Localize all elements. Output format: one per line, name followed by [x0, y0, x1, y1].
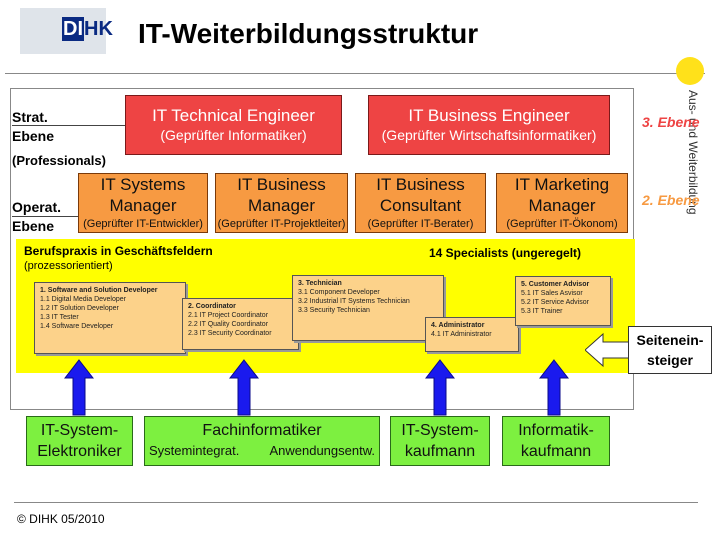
group-item: 2.2 IT Quality Coordinator: [188, 321, 269, 328]
specialist-group-customer-advisor: 5. Customer Advisor 5.1 IT Sales Asvisor…: [515, 276, 611, 326]
box-line1: IT-System-: [40, 422, 119, 439]
specialist-group-coordinator: 2. Coordinator 2.1 IT Project Coordinato…: [182, 298, 299, 350]
seiteneinsteiger-line1: Seitenein-: [636, 332, 704, 348]
group-item: 5.2 IT Service Advisor: [521, 299, 589, 306]
footer-divider: [14, 502, 698, 503]
box-subtitle: (Geprüfter IT-Entwickler): [83, 218, 203, 230]
box-title-line2: Manager: [109, 196, 177, 215]
berufspraxis-subtitle: (prozessorientiert): [24, 260, 113, 272]
box-subtitle: (Geprüfter IT-Projektleiter): [217, 218, 346, 230]
box-subtitle: (Geprüfter IT-Berater): [367, 218, 474, 230]
box-title-line2: Manager: [247, 196, 316, 215]
box-title-line2: Consultant: [379, 196, 462, 215]
seiteneinsteiger-box: Seitenein- steiger: [628, 326, 712, 374]
it-system-kaufmann-box: IT-System- kaufmann: [390, 416, 490, 466]
operat-rule: [12, 216, 78, 217]
specialists-label: 14 Specialists (ungeregelt): [429, 246, 582, 260]
berufspraxis-title: Berufspraxis in Geschäftsfeldern: [24, 244, 213, 258]
group-head: 1. Software and Solution Developer: [40, 287, 158, 294]
box-line2: kaufmann: [404, 443, 476, 460]
group-item: 3.2 Industrial IT Systems Technician: [298, 298, 410, 305]
box-subtitle: (Geprüfter Informatiker): [160, 127, 307, 143]
operat-label-line2: Ebene: [12, 218, 55, 234]
box-line2: kaufmann: [520, 443, 592, 460]
it-business-manager-box: IT Business Manager (Geprüfter IT-Projek…: [215, 173, 348, 233]
third-level-label: 3. Ebene: [642, 114, 700, 130]
it-technical-engineer-box: IT Technical Engineer (Geprüfter Informa…: [125, 95, 342, 155]
group-item: 2.1 IT Project Coordinator: [188, 312, 269, 319]
professionals-label: (Professionals): [12, 153, 106, 168]
box-title: IT Technical Engineer: [152, 106, 315, 125]
specialist-group-administrator: 4. Administrator 4.1 IT Administrator: [425, 317, 519, 352]
group-item: 2.3 IT Security Coordinator: [188, 330, 272, 337]
group-item: 1.2 IT Solution Developer: [40, 305, 119, 312]
group-head: 5. Customer Advisor: [521, 281, 590, 288]
strat-label-line2: Ebene: [12, 128, 55, 144]
box-subtitle: (Geprüfter IT-Ökonom): [506, 218, 618, 230]
strat-rule: [12, 125, 128, 126]
box-line1: IT-System-: [401, 422, 479, 439]
box-sub-right: Anwendungsentw.: [269, 443, 375, 458]
group-item: 1.4 Software Developer: [40, 323, 114, 330]
up-arrow-icon: [425, 359, 455, 416]
specialist-group-developer: 1. Software and Solution Developer 1.1 D…: [34, 282, 186, 354]
informatik-kaufmann-box: Informatik- kaufmann: [502, 416, 610, 466]
fachinformatiker-box: Fachinformatiker Systemintegrat. Anwendu…: [144, 416, 380, 466]
it-business-consultant-box: IT Business Consultant (Geprüfter IT-Ber…: [355, 173, 486, 233]
box-title: IT Business Engineer: [408, 106, 570, 125]
it-system-elektroniker-box: IT-System- Elektroniker: [26, 416, 133, 466]
box-title-line1: IT Business: [376, 175, 465, 194]
up-arrow-icon: [539, 359, 569, 416]
box-line1: Informatik-: [518, 422, 594, 439]
box-title-line2: Manager: [528, 196, 596, 215]
box-subtitle: (Geprüfter Wirtschaftsinformatiker): [381, 127, 597, 143]
second-level-label: 2. Ebene: [642, 192, 700, 208]
group-item: 1.3 IT Tester: [40, 314, 79, 321]
box-title-line1: IT Systems: [100, 175, 186, 194]
it-systems-manager-box: IT Systems Manager (Geprüfter IT-Entwick…: [78, 173, 208, 233]
it-business-engineer-box: IT Business Engineer (Geprüfter Wirtscha…: [368, 95, 610, 155]
title-divider: [5, 73, 705, 74]
group-item: 5.1 IT Sales Asvisor: [521, 290, 583, 297]
dihk-logo-di: DI: [62, 17, 84, 41]
box-line2: Elektroniker: [37, 443, 122, 460]
group-head: 4. Administrator: [431, 322, 485, 329]
copyright-notice: © DIHK 05/2010: [17, 512, 105, 526]
box-title: Fachinformatiker: [202, 422, 322, 439]
dihk-logo-hk: HK: [84, 18, 113, 40]
group-item: 1.1 Digital Media Developer: [40, 296, 126, 303]
up-arrow-icon: [64, 359, 94, 416]
it-marketing-manager-box: IT Marketing Manager (Geprüfter IT-Ökono…: [496, 173, 628, 233]
up-arrow-icon: [229, 359, 259, 416]
group-item: 5.3 IT Trainer: [521, 308, 563, 315]
box-title-line1: IT Business: [237, 175, 326, 194]
side-vertical-text: Aus- und Weiterbildung: [686, 90, 700, 215]
group-item: 3.3 Security Technician: [298, 307, 370, 314]
group-item: 4.1 IT Administrator: [431, 331, 492, 338]
group-head: 2. Coordinator: [188, 303, 236, 310]
group-head: 3. Technician: [298, 280, 342, 287]
specialist-group-technician: 3. Technician 3.1 Component Developer 3.…: [292, 275, 444, 341]
yellow-dot-icon: [676, 57, 704, 85]
group-item: 3.1 Component Developer: [298, 289, 380, 296]
operat-label-line1: Operat.: [12, 199, 62, 215]
page-title: IT-Weiterbildungsstruktur: [138, 18, 479, 49]
box-sub-left: Systemintegrat.: [149, 443, 240, 458]
seiteneinsteiger-line2: steiger: [647, 352, 693, 368]
box-title-line1: IT Marketing: [514, 175, 610, 194]
strat-label-line1: Strat.: [12, 109, 48, 125]
